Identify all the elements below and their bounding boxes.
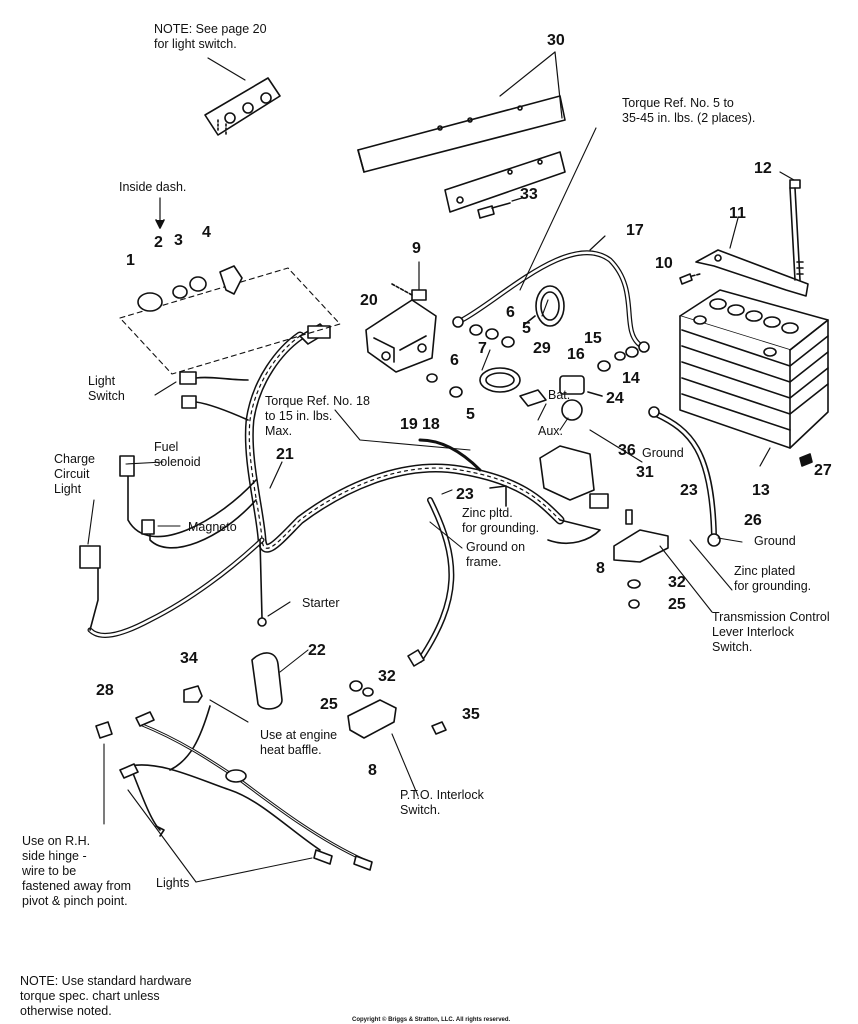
part-num-15: 15	[584, 330, 602, 347]
dash-parts	[119, 197, 341, 375]
part-num-35: 35	[462, 706, 480, 723]
part-num-8b: 8	[368, 762, 377, 779]
pto-switch-label: P.T.O. Interlock Switch.	[400, 788, 484, 817]
part-num-9: 9	[412, 240, 421, 257]
zinc-plated-label: Zinc plated for grounding.	[734, 564, 812, 593]
light-switch-note: NOTE: See page 20 for light switch.	[154, 22, 267, 51]
part-num-4: 4	[202, 224, 211, 241]
part-num-30: 30	[547, 32, 565, 49]
part-num-22: 22	[308, 642, 326, 659]
part-num-18: 18	[422, 416, 440, 433]
torque-note-5: Torque Ref. No. 5 to 35-45 in. lbs. (2 p…	[622, 96, 756, 125]
part-num-8a: 8	[596, 560, 605, 577]
ground-label-1: Ground	[642, 446, 684, 460]
battery-13	[679, 289, 829, 467]
part-num-23b: 23	[680, 482, 698, 499]
starter-label: Starter	[302, 596, 340, 610]
lights-harness	[119, 711, 373, 871]
part-num-21: 21	[276, 446, 294, 463]
part-num-36: 36	[618, 442, 636, 459]
cable-17	[452, 235, 650, 353]
transmission-switch-label: Transmission Control Lever Interlock Swi…	[712, 610, 830, 654]
aux-label: Aux.	[538, 424, 564, 438]
ground-on-frame-label: Ground on frame.	[466, 540, 526, 569]
part-num-26: 26	[744, 512, 762, 529]
lights-label: Lights	[156, 876, 190, 890]
part-num-6b: 6	[450, 352, 459, 369]
copyright: Copyright © Briggs & Stratton, LLC. All …	[352, 1017, 511, 1023]
part-num-27: 27	[814, 462, 832, 479]
part-num-16: 16	[567, 346, 585, 363]
hardware-note: NOTE: Use standard hardware torque spec.…	[20, 974, 192, 1018]
light-switch-plate	[204, 57, 281, 136]
part-num-20: 20	[360, 292, 378, 309]
part-num-25b: 25	[320, 696, 338, 713]
part-num-14: 14	[622, 370, 640, 387]
lower-parts	[95, 652, 447, 771]
part-num-6a: 6	[506, 304, 515, 321]
part-num-5b: 5	[466, 406, 475, 423]
clamp-29	[479, 285, 565, 393]
wiring-harness-21	[79, 323, 565, 667]
part-num-1: 1	[126, 252, 135, 269]
part-num-23a: 23	[456, 486, 474, 503]
part-num-17: 17	[626, 222, 644, 239]
part-num-10: 10	[655, 255, 673, 272]
part-num-32b: 32	[378, 668, 396, 685]
hardware-cluster	[426, 324, 639, 398]
part-num-25a: 25	[668, 596, 686, 613]
part-num-24: 24	[606, 390, 624, 407]
part-num-28: 28	[96, 682, 114, 699]
part-num-34: 34	[180, 650, 198, 667]
rh-hinge-label: Use on R.H. side hinge - wire to be fast…	[22, 834, 132, 908]
battery-holddown-11	[679, 171, 809, 297]
magneto-label: Magneto	[188, 520, 237, 534]
light-switch-label: Light Switch	[88, 374, 125, 403]
transmission-switch-8	[613, 509, 669, 609]
torque-note-18: Torque Ref. No. 18 to 15 in. lbs. Max.	[265, 394, 370, 438]
bolt-33	[477, 197, 523, 219]
switch-36	[489, 445, 609, 545]
inside-dash-label: Inside dash.	[119, 180, 187, 194]
fuel-solenoid-label: Fuel solenoid	[154, 440, 201, 469]
part-num-19: 19	[400, 416, 418, 433]
part-num-13: 13	[752, 482, 770, 499]
bat-label: Bat.	[548, 388, 571, 402]
part-num-12: 12	[754, 160, 772, 177]
part-num-11: 11	[729, 205, 746, 222]
leader-lines	[87, 127, 743, 883]
engine-heat-baffle-label: Use at engine heat baffle.	[260, 728, 338, 757]
solenoid-24	[519, 375, 603, 421]
ground-label-2: Ground	[754, 534, 796, 548]
zinc-pltd-label: Zinc pltd. for grounding.	[462, 506, 540, 535]
bolt-9	[391, 261, 427, 301]
bracket-30	[357, 51, 566, 213]
part-num-2: 2	[154, 234, 163, 251]
cable-26	[648, 406, 813, 547]
part-num-5a: 5	[522, 320, 531, 337]
part-num-31: 31	[636, 464, 654, 481]
bracket-20	[365, 299, 437, 373]
part-num-3: 3	[174, 232, 183, 249]
part-num-33: 33	[520, 186, 538, 203]
charge-circuit-light-label: Charge Circuit Light	[54, 452, 95, 496]
part-num-29: 29	[533, 340, 551, 357]
part-num-32a: 32	[668, 574, 686, 591]
part-num-7: 7	[478, 340, 487, 357]
